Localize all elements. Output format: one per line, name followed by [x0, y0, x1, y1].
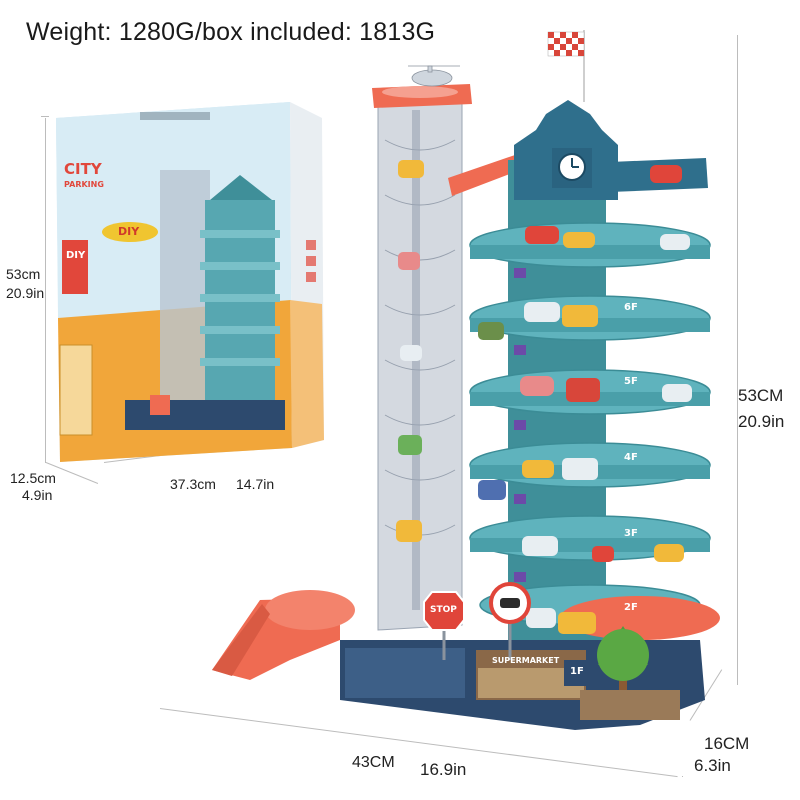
box-diy-badge: DIY [118, 225, 140, 238]
box-height-tick-top [41, 116, 49, 117]
toy-height-cm: 53CM [738, 386, 784, 405]
floor-label-7f: 7F [628, 208, 642, 219]
box-depth-cm: 12.5cm [10, 470, 56, 486]
floor-label-2f: 2F [624, 602, 638, 613]
box-width-cm: 37.3cm [170, 476, 216, 492]
toy-depth-in: 6.3in [694, 756, 731, 775]
supermarket-label: SUPERMARKET [492, 656, 560, 665]
box-height-in: 20.9in [6, 285, 45, 301]
box-diy-side: DIY [66, 250, 86, 261]
box-height-line [45, 118, 46, 463]
floor-label-4f: 4F [624, 452, 638, 463]
weight-title: Weight: 1280G/box included: 1813G [26, 18, 436, 46]
floor-label-5f: 5F [624, 376, 638, 387]
box-height-cm: 53cm [6, 266, 41, 282]
toy-height-line [737, 35, 738, 685]
toy-width-cm: 43CM [352, 754, 395, 771]
box-brand-line2: PARKING [64, 180, 104, 189]
floor-label-1f: 1F [570, 666, 584, 677]
toy-depth-line [682, 776, 683, 777]
toy-width-in: 16.9in [420, 760, 467, 779]
toy-depth-cm: 16CM [704, 734, 750, 753]
box-depth-in: 4.9in [22, 487, 53, 503]
box-width-in: 14.7in [236, 476, 275, 492]
toy-height-in: 20.9in [738, 412, 785, 431]
box-brand-line1: CITY [64, 160, 102, 178]
floor-label-3f: 3F [624, 528, 638, 539]
stop-sign-label: STOP [430, 605, 457, 615]
floor-label-6f: 6F [624, 302, 638, 313]
